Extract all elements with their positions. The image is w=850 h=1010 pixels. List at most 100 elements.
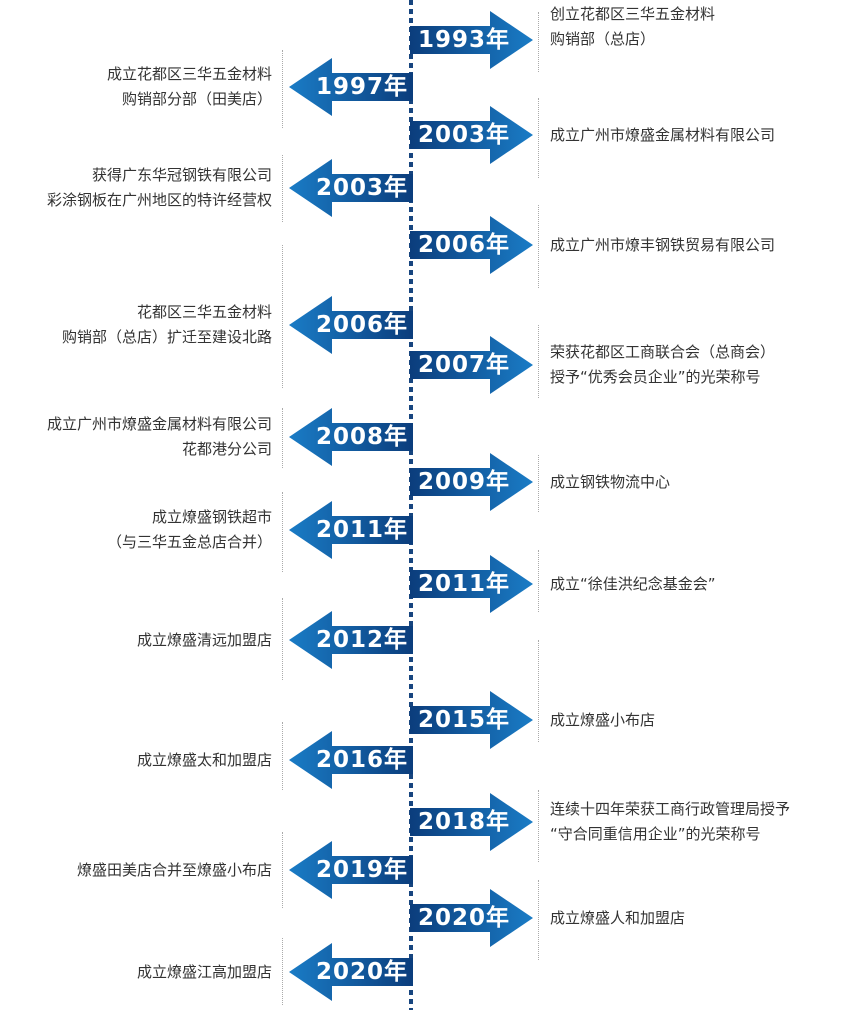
event-description-line: 燎盛田美店合并至燎盛小布店 — [76, 860, 272, 879]
year-label: 1993年 — [418, 27, 511, 53]
event-description: 荣获花都区工商联合会（总商会） 授予“优秀会员企业”的光荣称号 — [550, 340, 775, 390]
year-label: 2015年 — [418, 707, 511, 733]
year-arrow-left: 2016年 — [288, 731, 413, 789]
event-description-line: 成立花都区三华五金材料 — [106, 65, 272, 83]
separator-line — [538, 640, 539, 742]
event-description-line: 购销部分部（田美店） — [121, 90, 272, 108]
arrow-shape — [289, 611, 413, 669]
year-arrow-right: 2015年 — [410, 691, 535, 749]
year-arrow-left: 2011年 — [288, 501, 413, 559]
event-description-line: 获得广东华冠钢铁有限公司 — [91, 166, 272, 184]
event-description: 成立广州市燎丰钢铁贸易有限公司 — [550, 233, 775, 258]
event-description-line: 成立燎盛人和加盟店 — [550, 908, 686, 927]
event-description: 花都区三华五金材料购销部（总店）扩迁至建设北路 — [62, 300, 272, 350]
separator-line — [538, 12, 539, 72]
year-label: 2003年 — [316, 175, 409, 201]
event-description: 成立广州市燎盛金属材料有限公司 — [550, 123, 775, 148]
arrow-shape — [410, 889, 533, 947]
year-label: 2020年 — [418, 905, 511, 931]
event-description-line: 成立燎盛清远加盟店 — [136, 630, 272, 649]
event-description-line: 成立燎盛小布店 — [550, 710, 656, 729]
year-label: 2011年 — [316, 517, 409, 543]
event-description-line: 创立花都区三华五金材料 — [550, 5, 716, 23]
arrow-shape — [289, 58, 413, 116]
event-description: 成立燎盛江高加盟店 — [137, 960, 272, 985]
separator-line — [282, 50, 283, 128]
arrow-shape — [289, 731, 413, 789]
event-description: 成立燎盛人和加盟店 — [550, 906, 685, 931]
year-label: 2019年 — [316, 857, 409, 883]
separator-line — [282, 938, 283, 1005]
year-arrow-right: 2011年 — [410, 555, 535, 613]
year-label: 2011年 — [418, 571, 511, 597]
arrow-shape — [289, 159, 413, 217]
year-arrow-left: 2008年 — [288, 408, 413, 466]
separator-line — [538, 205, 539, 288]
separator-line — [538, 880, 539, 960]
separator-line — [282, 155, 283, 222]
timeline-spine — [409, 0, 413, 1010]
year-arrow-right: 2020年 — [410, 889, 535, 947]
year-arrow-right: 2009年 — [410, 453, 535, 511]
separator-line — [282, 492, 283, 572]
event-description-line: 彩涂钢板在广州地区的特许经营权 — [46, 191, 272, 209]
event-description-line: 成立燎盛江高加盟店 — [136, 962, 272, 981]
event-description-line: 成立燎盛钢铁超市 — [151, 508, 272, 526]
arrow-shape — [410, 216, 533, 274]
arrow-shape — [289, 501, 413, 559]
event-description-line: 授予“优秀会员企业”的光荣称号 — [550, 368, 761, 386]
event-description: 获得广东华冠钢铁有限公司彩涂钢板在广州地区的特许经营权 — [47, 163, 272, 213]
arrow-shape — [289, 296, 413, 354]
year-label: 2012年 — [316, 627, 409, 653]
event-description: 成立燎盛清远加盟店 — [137, 628, 272, 653]
event-description: 创立花都区三华五金材料购销部（总店） — [550, 2, 715, 52]
year-label: 2006年 — [418, 232, 511, 258]
year-arrow-right: 1993年 — [410, 11, 535, 69]
year-arrow-right: 2018年 — [410, 793, 535, 851]
separator-line — [282, 245, 283, 388]
year-arrow-left: 2020年 — [288, 943, 413, 1001]
event-description-line: 成立燎盛太和加盟店 — [136, 750, 272, 769]
year-label: 2016年 — [316, 747, 409, 773]
event-description: 连续十四年荣获工商行政管理局授予 “守合同重信用企业”的光荣称号 — [550, 797, 790, 847]
event-description-line: 成立广州市燎盛金属材料有限公司 — [46, 415, 272, 433]
year-label: 2003年 — [418, 122, 511, 148]
event-description-line: （与三华五金总店合并） — [106, 533, 272, 551]
event-description: 成立燎盛钢铁超市 （与三华五金总店合并） — [107, 505, 272, 555]
separator-line — [538, 325, 539, 398]
event-description-line: 购销部（总店）扩迁至建设北路 — [61, 328, 272, 346]
year-arrow-left: 2019年 — [288, 841, 413, 899]
separator-line — [282, 722, 283, 790]
event-description: 成立燎盛太和加盟店 — [137, 748, 272, 773]
event-description-line: 花都港分公司 — [181, 440, 272, 458]
event-description-line: 连续十四年荣获工商行政管理局授予 — [550, 800, 791, 818]
event-description-line: 成立广州市燎丰钢铁贸易有限公司 — [550, 235, 776, 254]
event-description: 成立钢铁物流中心 — [550, 470, 670, 495]
event-description: 成立广州市燎盛金属材料有限公司花都港分公司 — [47, 412, 272, 462]
arrow-shape — [410, 336, 533, 394]
year-label: 1997年 — [316, 74, 409, 100]
event-description: 成立燎盛小布店 — [550, 708, 655, 733]
year-arrow-right: 2007年 — [410, 336, 535, 394]
event-description-line: 花都区三华五金材料 — [136, 303, 272, 321]
arrow-shape — [410, 793, 533, 851]
event-description: 成立花都区三华五金材料购销部分部（田美店） — [107, 62, 272, 112]
event-description: 成立“徐佳洪纪念基金会” — [550, 572, 716, 597]
year-label: 2006年 — [316, 312, 409, 338]
separator-line — [538, 790, 539, 862]
year-label: 2009年 — [418, 469, 511, 495]
event-description-line: “守合同重信用企业”的光荣称号 — [550, 825, 761, 843]
year-arrow-left: 1997年 — [288, 58, 413, 116]
event-description-line: 成立广州市燎盛金属材料有限公司 — [550, 125, 776, 144]
arrow-shape — [289, 943, 413, 1001]
separator-line — [538, 550, 539, 612]
arrow-shape — [410, 555, 533, 613]
year-label: 2020年 — [316, 959, 409, 985]
separator-line — [282, 408, 283, 468]
event-description-line: 荣获花都区工商联合会（总商会） — [550, 343, 776, 361]
arrow-shape — [410, 11, 533, 69]
event-description-line: 成立钢铁物流中心 — [550, 472, 671, 491]
year-label: 2007年 — [418, 352, 511, 378]
year-label: 2018年 — [418, 809, 511, 835]
event-description-line: 购销部（总店） — [550, 30, 656, 48]
